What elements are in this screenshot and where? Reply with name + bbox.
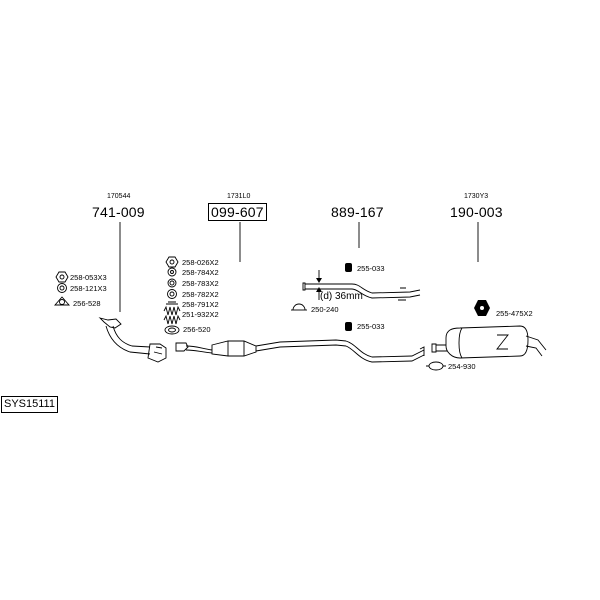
nut-icon	[167, 289, 177, 299]
accessory-label[interactable]: 258-121X3	[70, 284, 107, 293]
dimension-label: (d) 36mm	[320, 291, 363, 302]
part-ref-label: 1730Y3	[464, 193, 489, 200]
accessory-label[interactable]: 258-782X2	[182, 290, 219, 299]
accessory-label[interactable]: 255-033	[357, 264, 385, 273]
spring-icon	[163, 305, 181, 325]
accessory-label[interactable]: 256-520	[183, 325, 211, 334]
part-number-099-607[interactable]: 099-607	[208, 203, 267, 221]
rubber-hanger-icon	[345, 263, 352, 272]
washer-icon	[167, 267, 177, 277]
accessory-label[interactable]: 255-475X2	[496, 309, 533, 318]
accessory-label[interactable]: 256-528	[73, 299, 101, 308]
part-ref-label: 1731L0	[227, 193, 251, 200]
gasket-ring-icon	[164, 325, 180, 335]
part-number-889-167[interactable]: 889-167	[331, 204, 384, 220]
front-pipe-drawing	[98, 317, 167, 363]
accessory-label[interactable]: 258-783X2	[182, 279, 219, 288]
gasket-icon	[426, 361, 446, 371]
accessory-label[interactable]: 254-930	[448, 362, 476, 371]
accessory-label[interactable]: 250-240	[311, 305, 339, 314]
accessory-label[interactable]: 258-784X2	[182, 268, 219, 277]
system-code-label: SYS15111	[1, 396, 58, 413]
gasket-ring-icon	[54, 296, 70, 306]
hex-nut-icon	[165, 256, 179, 268]
accessory-label[interactable]: 251-932X2	[182, 310, 219, 319]
accessory-label[interactable]: 258-026X2	[182, 258, 219, 267]
washer-icon	[57, 283, 67, 293]
clamp-icon	[291, 303, 307, 311]
catalyst-drawing	[175, 339, 347, 357]
rear-silencer-drawing	[431, 325, 547, 359]
dimension-arrow-icon	[316, 270, 322, 300]
clip-icon	[166, 301, 178, 305]
middle-pipe-drawing	[302, 282, 425, 363]
accessory-label[interactable]: 258-791X2	[182, 300, 219, 309]
part-number-741-009[interactable]: 741-009	[92, 204, 145, 220]
spring-washer-icon	[167, 278, 177, 288]
part-number-190-003[interactable]: 190-003	[450, 204, 503, 220]
part-ref-label: 170544	[107, 193, 131, 200]
hex-nut-icon	[55, 271, 69, 283]
accessory-label[interactable]: 255-033	[357, 322, 385, 331]
hex-nut-icon	[474, 300, 490, 316]
accessory-label[interactable]: 258-053X3	[70, 273, 107, 282]
rubber-hanger-icon	[345, 322, 352, 331]
